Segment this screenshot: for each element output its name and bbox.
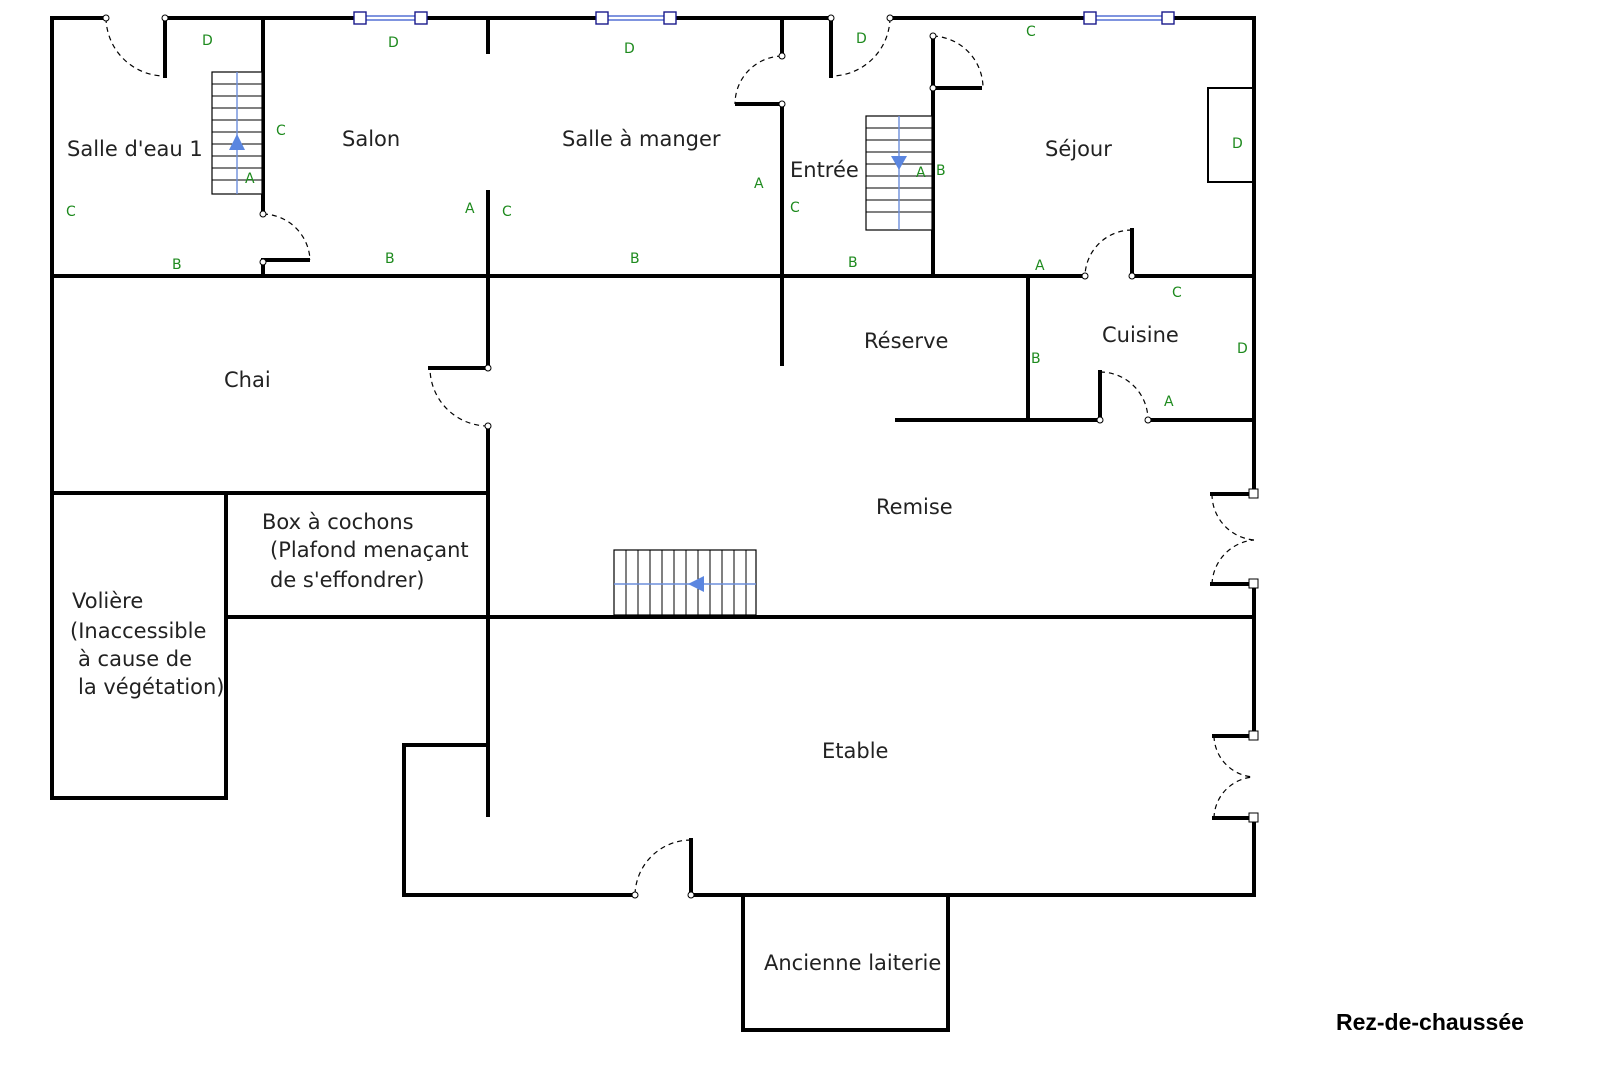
- room-label-reserve: Réserve: [864, 329, 948, 353]
- room-label-chai: Chai: [224, 368, 271, 392]
- wall-letter: D: [856, 31, 867, 47]
- stair-left-arrow-icon: [688, 576, 704, 592]
- wall-letter: C: [1172, 285, 1182, 301]
- wall-letter: A: [465, 201, 475, 217]
- wall-letter: B: [1031, 351, 1041, 367]
- wall-letter: A: [245, 171, 255, 187]
- room-label-voliere-line1: Volière: [72, 589, 143, 613]
- doors: [102, 14, 1259, 899]
- wall-letter: B: [172, 257, 182, 273]
- room-label-entree: Entrée: [790, 158, 859, 182]
- room-labels: Salle d'eau 1 Salon Salle à manger Entré…: [67, 127, 1179, 975]
- windows: [353, 11, 1175, 25]
- wall-letter: A: [754, 176, 764, 192]
- wall-letter: C: [502, 204, 512, 220]
- wall-letters: D C A C B D A B D C A B D C A B C B D A …: [66, 24, 1248, 410]
- room-label-voliere-line2: (Inaccessible: [70, 619, 206, 643]
- walls: [50, 16, 1256, 1032]
- wall-letter: B: [848, 255, 858, 271]
- wall-letter: C: [276, 123, 286, 139]
- plan-title: Rez-de-chaussée: [1336, 1009, 1524, 1035]
- wall-letter: C: [1026, 24, 1036, 40]
- room-label-salle-a-manger: Salle à manger: [562, 127, 721, 151]
- room-label-etable: Etable: [822, 739, 888, 763]
- room-label-box-line3: de s'effondrer): [270, 568, 424, 592]
- stairs-salle-deau: [211, 71, 263, 195]
- wall-letter: D: [1237, 341, 1248, 357]
- room-label-cuisine: Cuisine: [1102, 323, 1179, 347]
- wall-letter: D: [1232, 136, 1243, 152]
- wall-letter: A: [1035, 258, 1045, 274]
- wall-letter: A: [916, 165, 926, 181]
- wall-letter: D: [202, 33, 213, 49]
- wall-letter: D: [388, 35, 399, 51]
- room-label-sejour: Séjour: [1045, 137, 1112, 161]
- room-label-salon: Salon: [342, 127, 400, 151]
- room-label-salle-deau: Salle d'eau 1: [67, 137, 203, 161]
- stairs-remise: [613, 549, 757, 616]
- stair-up-arrow-icon: [229, 134, 245, 150]
- wall-letter: B: [630, 251, 640, 267]
- wall-letter: D: [624, 41, 635, 57]
- stair-down-arrow-icon: [891, 156, 907, 170]
- room-label-laiterie: Ancienne laiterie: [764, 951, 941, 975]
- room-label-box-line2: (Plafond menaçant: [270, 538, 469, 562]
- room-label-voliere-line4: la végétation): [78, 675, 225, 699]
- room-label-box-line1: Box à cochons: [262, 510, 414, 534]
- stairs-entree: [865, 115, 933, 231]
- wall-letter: C: [66, 204, 76, 220]
- wall-letter: B: [936, 163, 946, 179]
- room-label-voliere-line3: à cause de: [78, 647, 192, 671]
- wall-letter: C: [790, 200, 800, 216]
- wall-letter: B: [385, 251, 395, 267]
- room-label-remise: Remise: [876, 495, 953, 519]
- wall-letter: A: [1164, 394, 1174, 410]
